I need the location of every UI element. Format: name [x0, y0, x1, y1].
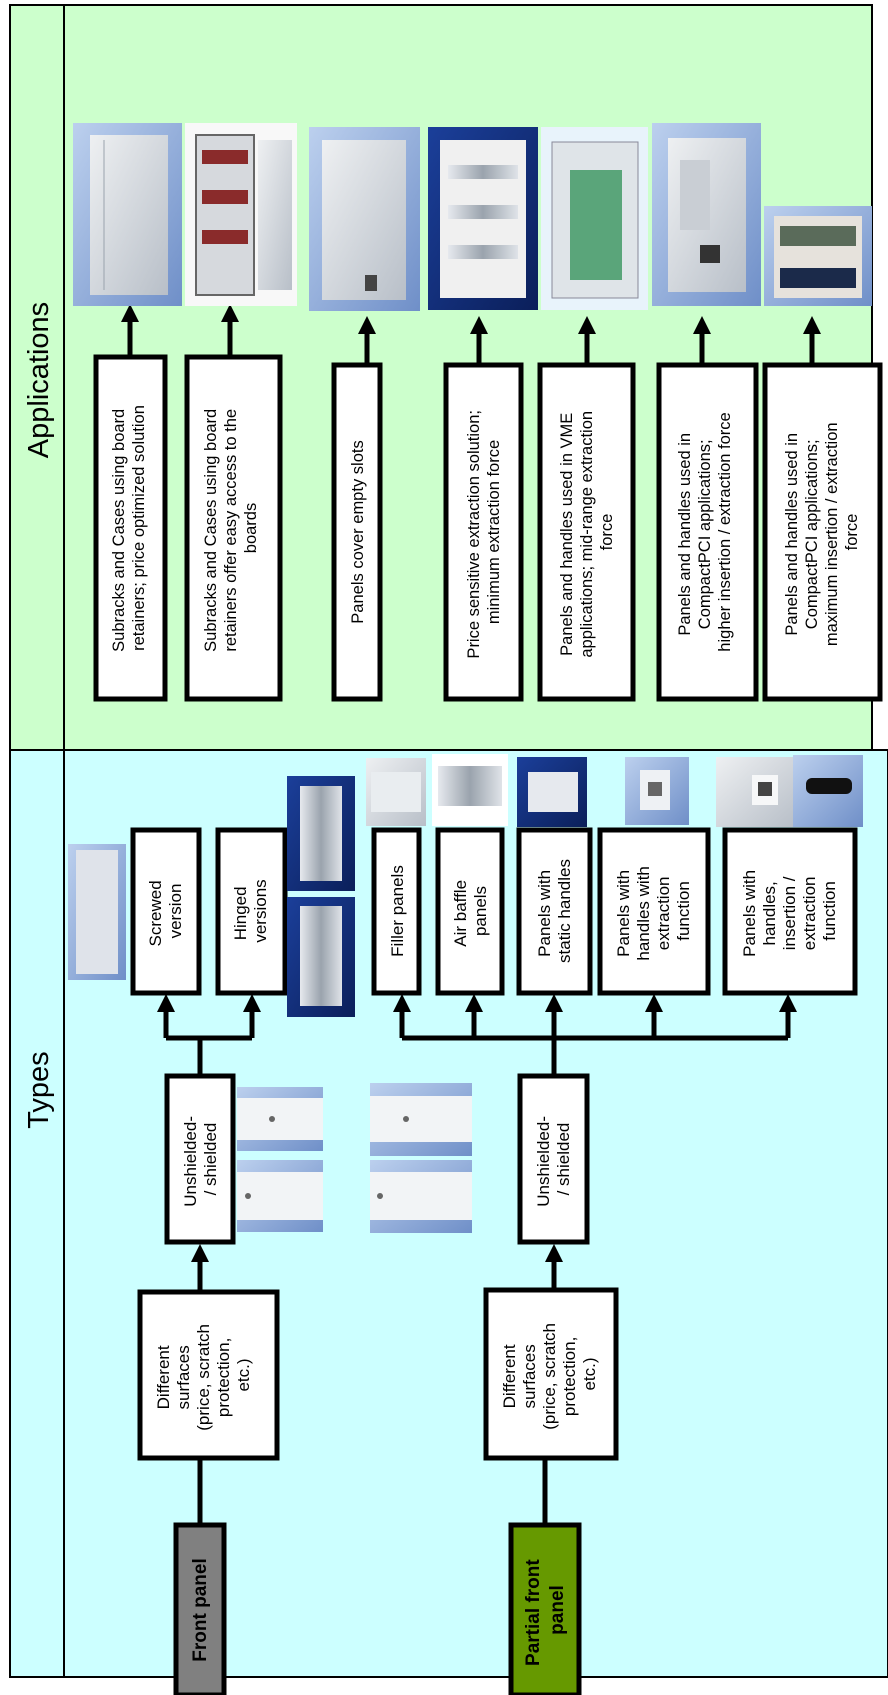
front-unshielded-box[interactable]: [164, 1073, 236, 1245]
app-box-3[interactable]: [331, 362, 383, 702]
insertion-extraction-text: Panels with handles, insertion / extract…: [740, 865, 839, 957]
app-text-4: Price sensitive extraction solution; min…: [465, 405, 503, 658]
extraction-handles-text: Panels with handles with extraction func…: [614, 861, 693, 960]
app-box-4[interactable]: [443, 362, 524, 702]
product-photo-icon: [652, 123, 761, 306]
static-handles-box[interactable]: [516, 827, 593, 996]
product-photo-icon: [309, 127, 420, 311]
product-photo-icon: [370, 1160, 472, 1233]
app-box-6[interactable]: [656, 362, 759, 702]
product-photo-icon: [432, 754, 508, 826]
front-different-surfaces-text: Different surfaces (price, scratch prote…: [154, 1319, 253, 1430]
product-photo-icon: [517, 757, 587, 827]
partial-front-panel-label: Partial front panel: [523, 1554, 568, 1666]
filler-panels-box[interactable]: [371, 827, 422, 996]
partial-different-surfaces-text: Different surfaces (price, scratch prote…: [500, 1318, 599, 1429]
insertion-extraction-box[interactable]: [722, 827, 858, 996]
partial-unshielded-box[interactable]: [517, 1073, 590, 1245]
application-arrows: [121, 304, 821, 365]
product-photo-icon: [370, 1083, 472, 1156]
hinged-versions-text: Hinged versions: [231, 879, 270, 942]
product-photo-icon: [287, 776, 355, 891]
product-photo-icon: [716, 757, 793, 827]
product-photo-icon: [73, 123, 182, 306]
types-header: Types: [23, 1051, 55, 1128]
hinged-versions-box[interactable]: [215, 827, 288, 996]
filler-panels-text: Filler panels: [388, 865, 407, 957]
app-text-6: Panels and handles used in CompactPCI ap…: [676, 412, 734, 651]
air-baffle-panels-box[interactable]: [435, 827, 505, 996]
partial-different-surfaces-box[interactable]: [483, 1287, 619, 1461]
screwed-version-text: Screwed version: [146, 876, 185, 947]
app-box-2[interactable]: [184, 354, 283, 702]
product-photo-icon: [428, 127, 538, 310]
partial-front-panel-box[interactable]: [508, 1522, 582, 1695]
extraction-handles-box[interactable]: [597, 827, 711, 996]
screwed-version-box[interactable]: [130, 827, 202, 996]
app-text-1: Subracks and Cases using board retainers…: [110, 404, 148, 652]
front-panel-box[interactable]: [173, 1522, 227, 1695]
front-unshielded-text: Unshielded- / shielded: [181, 1111, 220, 1206]
front-panel-label: Front panel: [190, 1558, 211, 1661]
app-box-1[interactable]: [93, 354, 168, 702]
product-photo-icon: [185, 123, 297, 306]
app-box-5[interactable]: [537, 362, 636, 702]
product-photo-icon: [237, 1087, 323, 1151]
partial-fork-connector: [393, 994, 797, 1076]
product-photo-icon: [625, 757, 689, 825]
front-fork-connector: [157, 994, 261, 1076]
app-text-2: Subracks and Cases using board retainers…: [202, 404, 260, 652]
product-photo-icon: [287, 897, 355, 1017]
product-photo-icon: [68, 844, 126, 980]
product-photo-icon: [366, 758, 426, 826]
product-photo-icon: [237, 1160, 323, 1232]
air-baffle-panels-text: Air baffle panels: [451, 875, 490, 947]
app-box-7[interactable]: [762, 362, 883, 702]
static-handles-text: Panels with static handles: [535, 859, 574, 963]
applications-header: Applications: [23, 302, 55, 458]
product-photo-icon: [764, 206, 872, 306]
app-text-3: Panels cover empty slots: [349, 440, 367, 623]
product-photo-icon: [541, 127, 648, 310]
app-text-5: Panels and handles used in VME applicati…: [558, 406, 616, 657]
app-text-7: Panels and handles used in CompactPCI ap…: [783, 418, 861, 646]
front-different-surfaces-box[interactable]: [137, 1289, 280, 1461]
partial-unshielded-text: Unshielded- / shielded: [534, 1111, 573, 1206]
product-photo-icon: [793, 755, 863, 827]
